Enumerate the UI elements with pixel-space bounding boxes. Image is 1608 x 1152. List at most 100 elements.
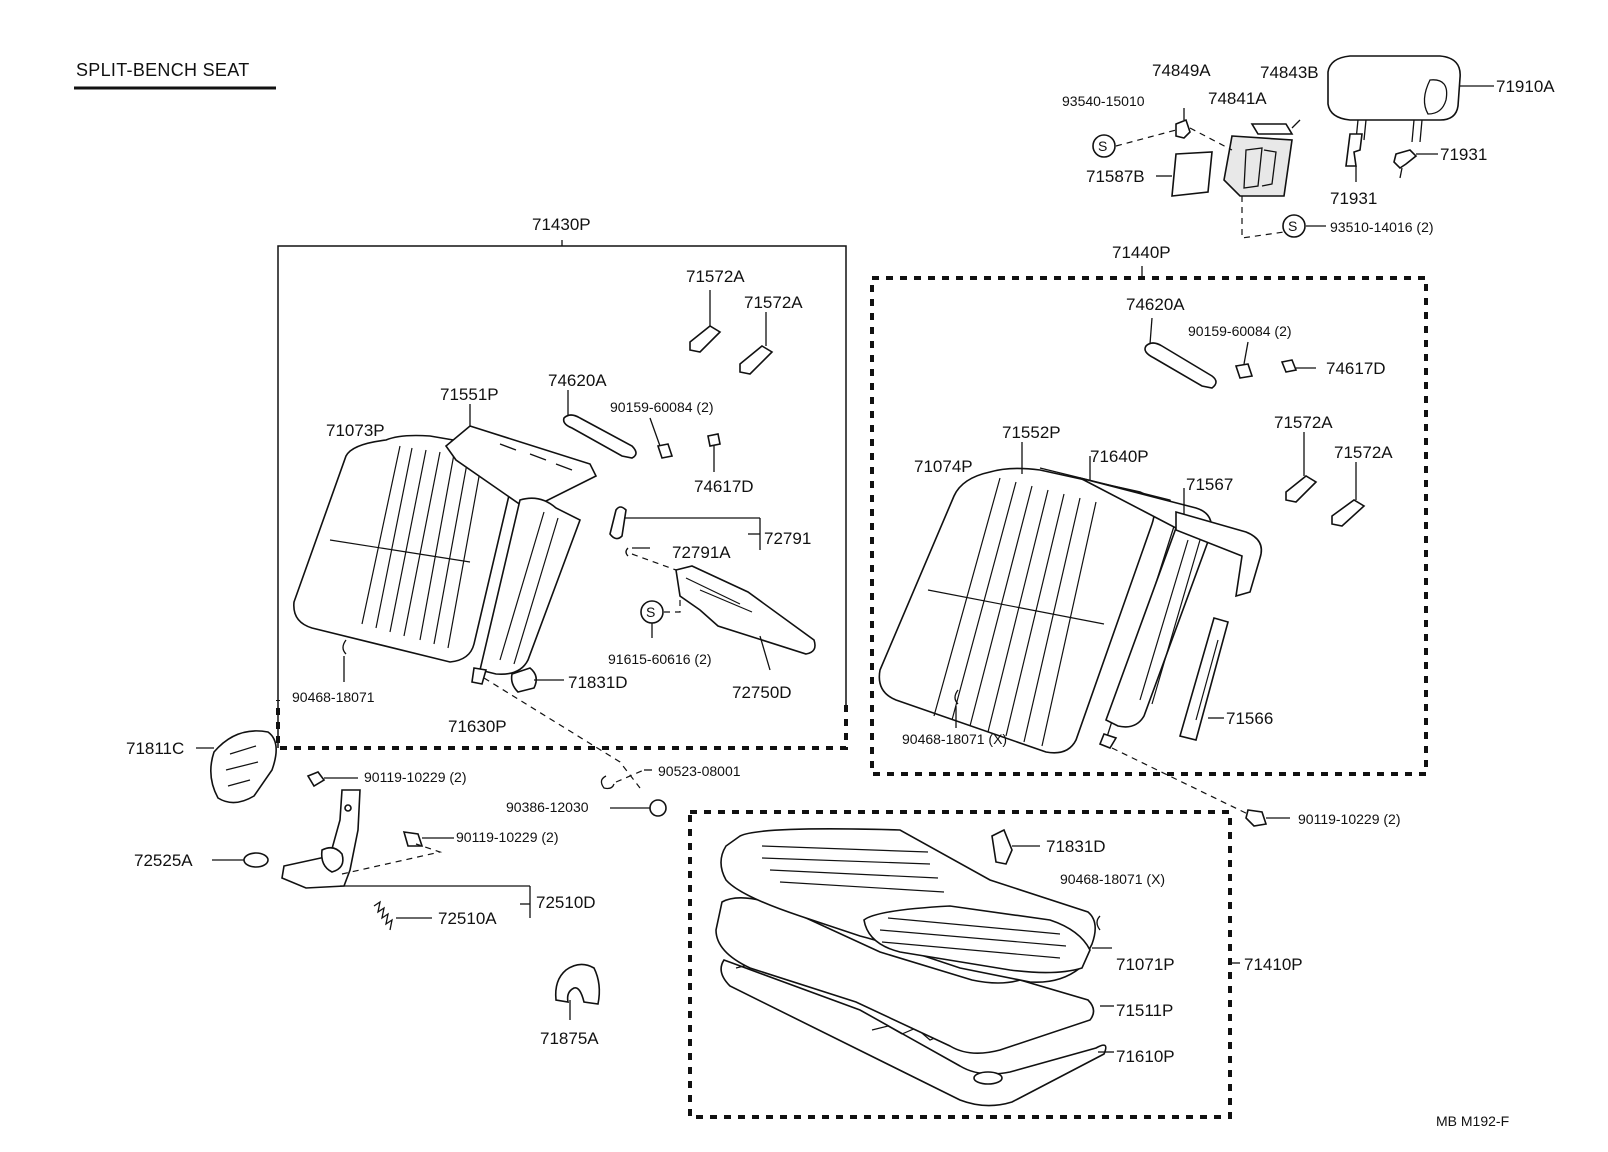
screw-symbol-93510: S xyxy=(1241,196,1326,239)
label-71931-right: 71931 xyxy=(1440,145,1487,164)
label-71552P: 71552P xyxy=(1002,423,1061,442)
label-74617D-1: 74617D xyxy=(694,477,754,496)
bolt-90119-a xyxy=(306,771,358,788)
label-90159-1: 90159-60084 (2) xyxy=(610,399,714,415)
label-71572A-3: 71572A xyxy=(1274,413,1333,432)
hinge-cover-71831D-right xyxy=(991,828,1040,865)
clip-74617D-left xyxy=(707,433,721,472)
label-93510: 93510-14016 (2) xyxy=(1330,219,1434,235)
handle-74620A-left xyxy=(562,390,637,459)
screw-90159-right xyxy=(1234,341,1254,379)
seatback-71074P xyxy=(878,467,1156,754)
label-71071P: 71071P xyxy=(1116,955,1175,974)
seatback-71073P xyxy=(293,434,517,663)
trim-71567 xyxy=(1175,488,1263,598)
label-93540: 93540-15010 xyxy=(1062,93,1145,109)
cushion-71071P xyxy=(720,828,1112,984)
svg-text:S: S xyxy=(1288,218,1297,234)
handle-74620A-right xyxy=(1144,317,1217,389)
frame-71630P xyxy=(471,497,581,685)
hinge-72791 xyxy=(609,506,761,557)
recliner-72510D xyxy=(281,789,530,889)
label-71430P: 71430P xyxy=(532,215,591,234)
label-71875A: 71875A xyxy=(540,1029,599,1048)
label-71811C: 71811C xyxy=(126,739,184,758)
screw-symbol-93540: S xyxy=(1092,127,1233,158)
group-71410P-box xyxy=(688,810,1240,1119)
clip-74617D-right xyxy=(1280,359,1316,373)
headrest-guide-left xyxy=(1345,133,1363,182)
clip-71572A-c xyxy=(1285,432,1318,503)
label-72510A: 72510A xyxy=(438,909,497,928)
hook-90468-bottom xyxy=(1096,915,1101,931)
label-71551P: 71551P xyxy=(440,385,499,404)
bolt-90119-b xyxy=(341,831,454,875)
label-90159-2: 90159-60084 (2) xyxy=(1188,323,1292,339)
knob-72525A xyxy=(212,852,269,868)
label-71440P: 71440P xyxy=(1112,243,1171,262)
label-72791: 72791 xyxy=(764,529,811,548)
nut-90386 xyxy=(610,799,667,817)
hook-90468-right xyxy=(954,689,959,728)
diagram-title: SPLIT-BENCH SEAT xyxy=(76,60,250,80)
label-90119-3: 90119-10229 (2) xyxy=(1298,811,1400,827)
dashed-leader-left xyxy=(483,677,641,789)
clip-71572A-b xyxy=(739,312,774,375)
label-74849A: 74849A xyxy=(1152,61,1211,80)
label-74620A-2: 74620A xyxy=(1126,295,1185,314)
label-71910A: 71910A xyxy=(1496,77,1555,96)
label-71931-left: 71931 xyxy=(1330,189,1377,208)
label-90468-3: 90468-18071 (X) xyxy=(1060,871,1165,887)
headrest-part xyxy=(1327,55,1494,143)
label-90523: 90523-08001 xyxy=(658,763,741,779)
group-71440P-box xyxy=(870,266,1428,776)
label-71572A-1: 71572A xyxy=(686,267,745,286)
reference-code: MB M192-F xyxy=(1436,1113,1509,1129)
spring-72510A xyxy=(373,886,531,931)
label-71566: 71566 xyxy=(1226,709,1273,728)
cover-71811C xyxy=(196,730,277,804)
label-71640P: 71640P xyxy=(1090,447,1149,466)
label-72791A: 72791A xyxy=(672,543,731,562)
label-90386: 90386-12030 xyxy=(506,799,589,815)
clip-90523 xyxy=(600,769,652,790)
label-71831D-2: 71831D xyxy=(1046,837,1106,856)
svg-text:S: S xyxy=(646,604,655,620)
label-72750D: 72750D xyxy=(732,683,792,702)
belt-guide-74841A xyxy=(1223,135,1293,197)
label-90468-2: 90468-18071 (X) xyxy=(902,731,1007,747)
trim-71566 xyxy=(1179,617,1229,741)
label-74617D-2: 74617D xyxy=(1326,359,1386,378)
hook-90468-left xyxy=(342,639,347,682)
headrest-guide-right xyxy=(1393,149,1438,179)
bolt-90119-right xyxy=(1245,809,1290,827)
group-71430P-box xyxy=(276,240,848,750)
pad-71587B xyxy=(1156,151,1213,197)
label-74841A: 74841A xyxy=(1208,89,1267,108)
label-74620A-1: 74620A xyxy=(548,371,607,390)
label-90119-1: 90119-10229 (2) xyxy=(364,769,466,785)
label-72510D: 72510D xyxy=(536,893,596,912)
latch-72750D xyxy=(631,553,816,671)
cover-71875A xyxy=(554,963,601,1020)
label-71572A-2: 71572A xyxy=(744,293,803,312)
clip-71572A-d xyxy=(1331,462,1366,527)
screw-symbol-91615: S xyxy=(640,598,681,638)
frame-71640P xyxy=(1079,456,1213,749)
label-71572A-4: 71572A xyxy=(1334,443,1393,462)
label-71587B: 71587B xyxy=(1086,167,1145,186)
clip-74849A xyxy=(1175,108,1191,139)
label-71511P: 71511P xyxy=(1116,1001,1173,1020)
label-71610P: 71610P xyxy=(1116,1047,1175,1066)
label-90119-2: 90119-10229 (2) xyxy=(456,829,558,845)
label-71567: 71567 xyxy=(1186,475,1233,494)
label-71074P: 71074P xyxy=(914,457,973,476)
label-71073P: 71073P xyxy=(326,421,385,440)
cover-74843B xyxy=(1250,119,1301,135)
label-74843B: 74843B xyxy=(1260,63,1319,82)
label-71831D-1: 71831D xyxy=(568,673,628,692)
label-71630P: 71630P xyxy=(448,717,507,736)
label-91615: 91615-60616 (2) xyxy=(608,651,712,667)
label-71410P: 71410P xyxy=(1244,955,1303,974)
